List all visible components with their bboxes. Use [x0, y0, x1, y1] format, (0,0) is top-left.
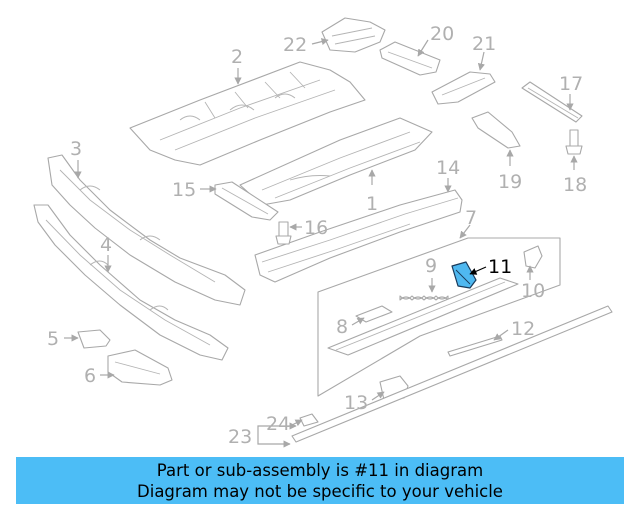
- callout-16: 16: [304, 217, 328, 239]
- callout-1: 1: [366, 193, 378, 215]
- callout-12: 12: [511, 318, 535, 340]
- leader-lines: [64, 38, 578, 448]
- callout-13: 13: [344, 392, 368, 414]
- callout-14: 14: [436, 157, 460, 179]
- part-3-rail: [47, 154, 246, 306]
- part-10-clip: [523, 245, 543, 269]
- part-21-bracket: [431, 71, 496, 105]
- info-banner: Part or sub-assembly is #11 in diagram D…: [16, 457, 624, 504]
- part-7-assembly-box: [317, 237, 561, 397]
- part-17-bar: [521, 81, 583, 123]
- callout-4: 4: [100, 234, 112, 256]
- part-7-sill-panel: [327, 277, 519, 356]
- callout-6: 6: [84, 365, 96, 387]
- part-19-bracket: [471, 111, 521, 149]
- part-20-reinforcement: [379, 41, 441, 76]
- part-22-bracket: [321, 17, 386, 53]
- parts-diagram: 2 1 3 4 5 6 7 8 9 10 11 12 13 14 15 16 1…: [33, 17, 613, 448]
- part-12-strip: [447, 335, 503, 357]
- callout-9: 9: [425, 255, 437, 277]
- callout-24: 24: [266, 413, 290, 435]
- callout-10: 10: [521, 280, 545, 302]
- part-6-bracket: [107, 349, 173, 386]
- callout-labels: 2 1 3 4 5 6 7 8 9 10 11 12 13 14 15 16 1…: [47, 23, 587, 448]
- part-18-bolt: [565, 129, 583, 155]
- callout-5: 5: [47, 328, 59, 350]
- callout-19: 19: [498, 171, 522, 193]
- part-24-clip: [299, 413, 319, 427]
- part-2-front-floor: [129, 61, 366, 166]
- callout-15: 15: [172, 179, 196, 201]
- callout-20: 20: [430, 23, 454, 45]
- part-9-strip: [399, 295, 449, 301]
- banner-line-2: Diagram may not be specific to your vehi…: [137, 482, 503, 501]
- callout-22: 22: [283, 34, 307, 56]
- callout-18: 18: [563, 174, 587, 196]
- callout-21: 21: [472, 33, 496, 55]
- callout-11: 11: [488, 256, 512, 278]
- callout-17: 17: [559, 73, 583, 95]
- part-5-bracket: [77, 329, 111, 349]
- callout-3: 3: [70, 138, 82, 160]
- part-15-crossmember: [214, 181, 279, 221]
- callout-8: 8: [336, 316, 348, 338]
- part-1-rear-floor: [239, 117, 433, 206]
- banner-line-1: Part or sub-assembly is #11 in diagram: [156, 461, 484, 480]
- callout-2: 2: [231, 46, 243, 68]
- callout-23: 23: [228, 426, 252, 448]
- part-11-highlighted: [451, 261, 477, 289]
- part-23-molding: [291, 305, 613, 443]
- part-4-rail: [33, 204, 229, 361]
- part-16-bolt: [275, 221, 292, 245]
- part-14-sill: [254, 189, 463, 283]
- callout-7: 7: [465, 207, 477, 229]
